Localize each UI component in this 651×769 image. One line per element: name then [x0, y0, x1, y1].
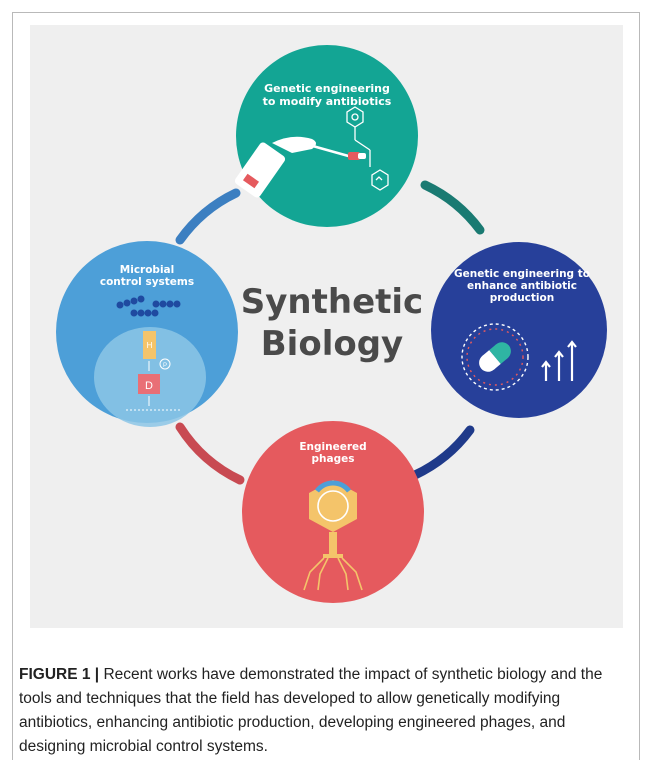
- molecule-icon: [346, 106, 389, 191]
- node-bottom-title-2: phages: [312, 453, 355, 465]
- dna-ring-icon: [461, 323, 529, 391]
- node-modify-antibiotics: Genetic engineering to modify antibiotic…: [234, 45, 418, 227]
- node-right-title-3: production: [490, 292, 554, 304]
- ring-arc-top-right: [420, 180, 485, 235]
- node-bottom-title-1: Engineered: [299, 441, 366, 453]
- figure-panel: Genetic engineering to modify antibiotic…: [30, 25, 623, 628]
- phage-icon: [303, 480, 363, 591]
- ring-arc-bottom-right: [410, 425, 475, 480]
- caption-text: Recent works have demonstrated the impac…: [19, 666, 603, 755]
- node-engineered-phages: Engineered phages: [242, 421, 424, 603]
- regulator-d-box: [138, 374, 160, 394]
- center-title-biology: Biology: [261, 324, 403, 364]
- node-left-title-2: control systems: [100, 276, 194, 288]
- phospho-p-label: P: [163, 363, 167, 369]
- figure-caption: FIGURE 1 | Recent works have demonstrate…: [19, 663, 631, 759]
- synthetic-biology-diagram: Genetic engineering to modify antibiotic…: [56, 45, 607, 603]
- node-left-title-1: Microbial: [120, 264, 174, 276]
- ring-arc-top-left: [175, 188, 241, 245]
- capsule-icon: [479, 342, 511, 372]
- node-microbial-control: Microbial control systems H P D: [56, 241, 238, 427]
- node-top-circle: [236, 45, 418, 227]
- caption-label: FIGURE 1 |: [19, 666, 100, 683]
- hand-pipette-icon: [234, 136, 366, 198]
- node-enhance-production: Genetic engineering to enhance antibioti…: [431, 242, 607, 418]
- receptor-h-box: [143, 331, 156, 359]
- phospho-p-circle: [159, 358, 171, 370]
- receptor-h-label: H: [147, 341, 153, 350]
- increase-arrows-icon: [541, 340, 577, 381]
- center-title-synthetic: Synthetic: [241, 282, 423, 322]
- signal-molecules-icon: [116, 295, 181, 317]
- node-right-title-1: Genetic engineering to: [454, 268, 590, 280]
- node-right-title-2: enhance antibiotic: [467, 280, 577, 292]
- node-right-circle: [431, 242, 607, 418]
- ring-arc-bottom-left: [175, 422, 245, 485]
- node-top-title-2: to modify antibiotics: [263, 95, 392, 108]
- node-top-title-1: Genetic engineering: [264, 82, 390, 95]
- regulator-d-label: D: [145, 380, 153, 392]
